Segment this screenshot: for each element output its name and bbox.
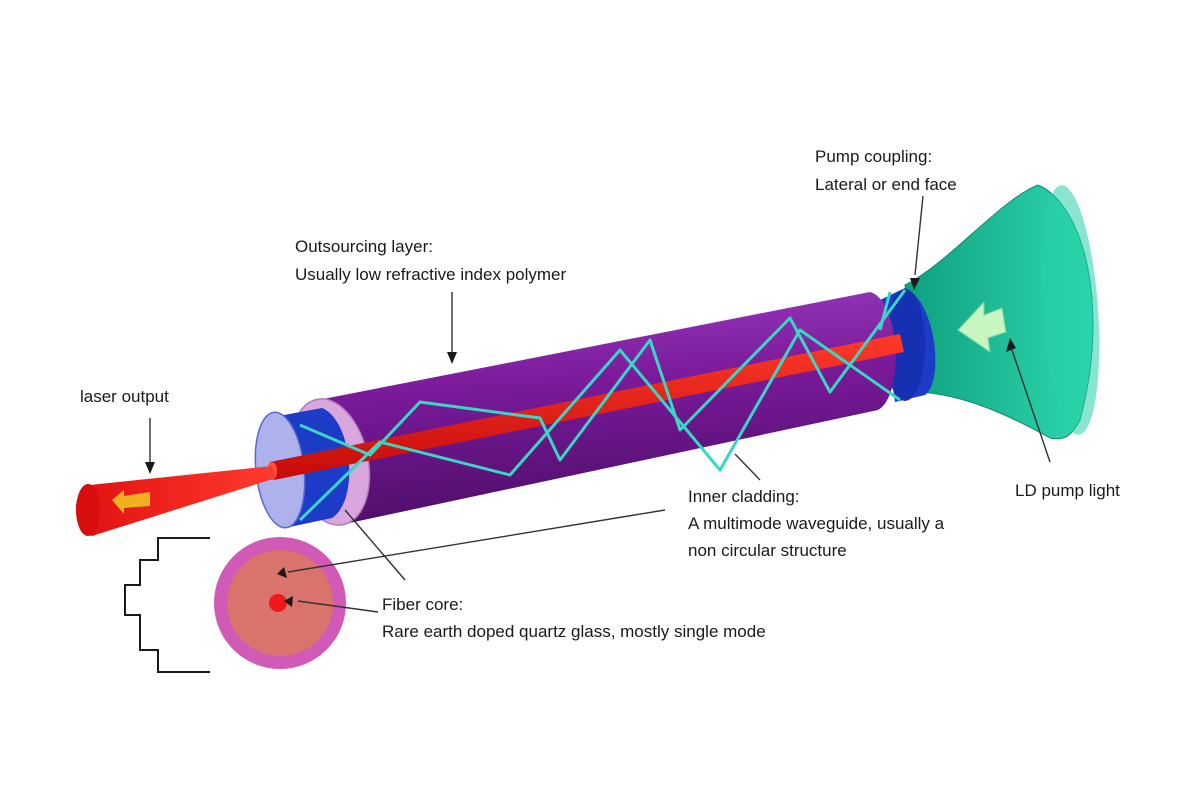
outsourcing-layer-title: Outsourcing layer:	[295, 237, 433, 256]
ld-pump-light-label: LD pump light	[1015, 481, 1120, 500]
fiber-core-detail: Rare earth doped quartz glass, mostly si…	[382, 622, 766, 641]
pump-ray-path	[299, 289, 907, 462]
outsourcing-layer-detail: Usually low refractive index polymer	[295, 265, 566, 284]
inner-cladding-detail-2: non circular structure	[688, 541, 847, 560]
cross-section-inset	[124, 537, 346, 673]
fiber-core-label: Fiber core: Rare earth doped quartz glas…	[382, 595, 766, 641]
pump-cone-rim	[1040, 185, 1100, 435]
pump-coupling-label: Pump coupling: Lateral or end face	[815, 147, 957, 194]
fiber-core-title: Fiber core:	[382, 595, 463, 614]
inner-cladding-detail-1: A multimode waveguide, usually a	[688, 514, 945, 533]
pump-coupling-title: Pump coupling:	[815, 147, 932, 166]
laser-output-beam	[75, 466, 277, 536]
inner-cladding-label: Inner cladding: A multimode waveguide, u…	[688, 487, 949, 560]
fiber-core	[270, 334, 904, 480]
pump-coupling-detail: Lateral or end face	[815, 175, 957, 194]
laser-output-label: laser output	[80, 387, 169, 406]
pump-direction-arrow-icon	[957, 300, 1007, 354]
laser-output-title: laser output	[80, 387, 169, 406]
cross-section-outline	[124, 537, 210, 673]
ld-pump-light-title: LD pump light	[1015, 481, 1120, 500]
output-direction-arrow-icon	[112, 490, 150, 514]
outsourcing-layer-label: Outsourcing layer: Usually low refractiv…	[295, 237, 566, 284]
cross-section-core	[269, 594, 287, 612]
inner-cladding-title: Inner cladding:	[688, 487, 800, 506]
